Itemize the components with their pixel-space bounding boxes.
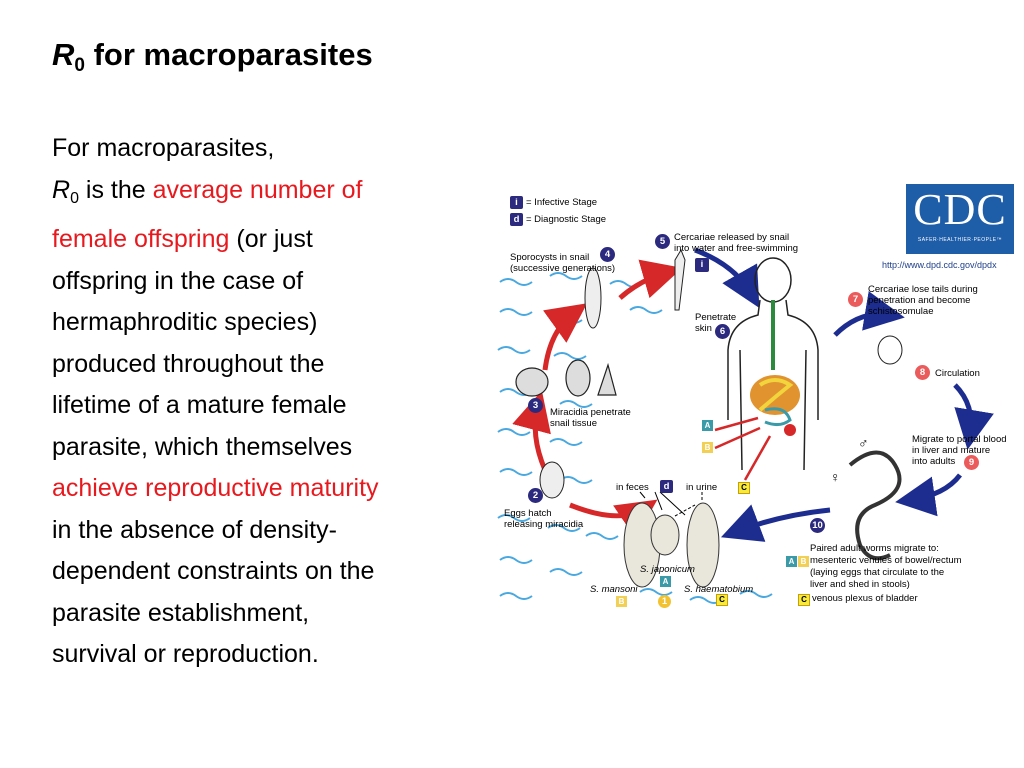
- life-cycle-illustration: [497, 247, 994, 604]
- cdc-logo-letters: CDC: [913, 185, 1007, 234]
- slide-title: R0 for macroparasites: [52, 36, 373, 85]
- source-url: http://www.dpd.cdc.gov/dpdx: [882, 260, 997, 270]
- species-label: S. haematobium: [684, 584, 754, 595]
- stage-10-badge: 10: [810, 518, 825, 533]
- infective-stage-marker: i: [695, 258, 709, 272]
- stage-7-badge: 7: [848, 292, 863, 307]
- body-line: hermaphroditic species): [52, 308, 318, 336]
- cdc-logo-tagline: SAFER·HEALTHIER·PEOPLE™: [917, 237, 1003, 243]
- egg-routes: [714, 416, 772, 481]
- highlight-text: achieve reproductive maturity: [52, 474, 379, 502]
- body-text: (or just: [229, 225, 313, 253]
- tag-a: A: [660, 576, 671, 587]
- body-line: lifetime of a mature female: [52, 391, 347, 419]
- body-line: R0 is the average number of: [52, 170, 482, 220]
- legend-diagnostic-label: = Diagnostic Stage: [526, 214, 607, 225]
- male-symbol: ♂: [858, 435, 869, 451]
- body-line: survival or reproduction.: [52, 640, 319, 668]
- tag-a: A: [702, 420, 713, 431]
- human-body: [727, 257, 819, 471]
- in-feces-label: in feces: [616, 482, 649, 493]
- diagnostic-stage-icon: d: [510, 213, 523, 226]
- r-symbol: R: [52, 175, 71, 204]
- stage-10-label: Paired adult worms migrate to:: [810, 543, 939, 554]
- snails: [515, 359, 617, 397]
- highlight-text: female offspring: [52, 225, 230, 253]
- title-text: for macroparasites: [84, 37, 373, 72]
- in-urine-label: in urine: [686, 482, 718, 493]
- destination-bladder: venous plexus of bladder: [812, 593, 918, 604]
- body-line: parasite, which themselves: [52, 432, 353, 461]
- destination-note-1: (laying eggs that circulate to the: [810, 567, 945, 578]
- cercaria-illustration: [674, 248, 686, 311]
- destination-note-2: liver and shed in stools): [810, 579, 910, 590]
- stage-8-badge: 8: [915, 365, 930, 380]
- definition-paragraph: For macroparasites, R0 is the average nu…: [52, 128, 482, 676]
- sporocyst-illustration: [584, 267, 602, 329]
- stage-9-badge: 9: [964, 455, 979, 470]
- schistosomulum-illustration: [877, 335, 903, 365]
- tag-a: A: [786, 556, 797, 567]
- stage-3-badge: 3: [528, 398, 543, 413]
- schistosoma-life-cycle-figure: i = Infective Stage d = Diagnostic Stage…: [490, 180, 1024, 620]
- body-line: female offspring (or just: [52, 219, 482, 261]
- stage-2-badge: 2: [528, 488, 543, 503]
- egg-illustrations: [623, 502, 720, 588]
- r-subscript: 0: [74, 55, 85, 76]
- cdc-logo: CDC SAFER·HEALTHIER·PEOPLE™: [906, 184, 1014, 254]
- destination-mesenteric: mesenteric venules of bowel/rectum: [810, 555, 962, 566]
- body-line: dependent constraints on the: [52, 557, 375, 585]
- infective-stage-icon: i: [510, 196, 523, 209]
- body-line: offspring in the case of: [52, 266, 304, 295]
- stage-4-label: Sporocysts in snail(successive generatio…: [510, 252, 616, 274]
- body-line: parasite establishment,: [52, 598, 310, 627]
- miracidium-illustration: [539, 461, 565, 499]
- stage-1-badge: 1: [658, 595, 671, 608]
- r-subscript: 0: [70, 189, 79, 207]
- stage-8-label: Circulation: [935, 368, 980, 379]
- legend-infective-label: = Infective Stage: [526, 197, 598, 208]
- body-line: in the absence of density-: [52, 515, 337, 544]
- blue-cycle-arrows: [694, 247, 994, 542]
- stage-6-badge: 6: [715, 324, 730, 339]
- female-symbol: ♀: [830, 469, 841, 485]
- highlight-text: average number of: [152, 175, 363, 204]
- r-symbol: R: [52, 37, 75, 72]
- stage-5-badge: 5: [655, 234, 670, 249]
- stage-4-badge: 4: [600, 247, 615, 262]
- tag-c: C: [716, 594, 728, 606]
- egg-pointer-lines: [639, 491, 703, 517]
- body-text: is the: [78, 175, 153, 204]
- body-line: For macroparasites,: [52, 134, 275, 162]
- diagnostic-stage-marker: d: [660, 480, 673, 493]
- adult-worms-illustration: [848, 450, 902, 561]
- species-label: S. japonicum: [640, 564, 695, 575]
- tag-c: C: [798, 594, 810, 606]
- digestive-organs: [750, 300, 800, 436]
- species-label: S. mansoni: [590, 584, 638, 595]
- tag-b: B: [798, 556, 809, 567]
- tag-b: B: [616, 596, 627, 607]
- tag-b: B: [702, 442, 713, 453]
- tag-c: C: [738, 482, 750, 494]
- body-line: produced throughout the: [52, 349, 325, 378]
